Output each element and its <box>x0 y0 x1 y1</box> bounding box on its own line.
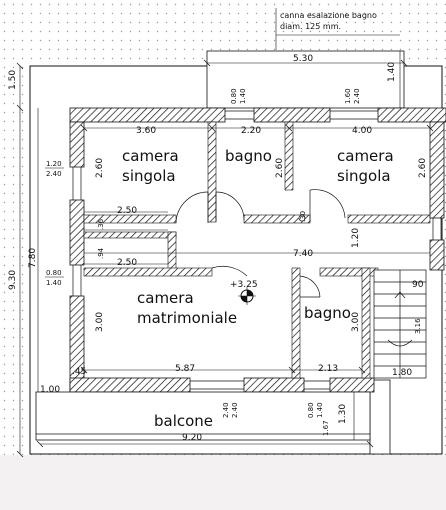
dim-window-top-a-width: 1.40 <box>239 88 247 104</box>
room-camera-singola-right-line2: singola <box>337 167 391 185</box>
dim-left-bottom: 1.00 <box>40 385 60 395</box>
room-camera-matrimoniale-line1: camera <box>137 289 194 307</box>
room-bagno-bottom: bagno <box>304 304 351 322</box>
room-camera-singola-left-line1: camera <box>122 147 179 165</box>
dim-height-camera-singola-right: 2.60 <box>418 158 428 178</box>
dim-balcony-window-width: 2.40 <box>231 402 239 418</box>
dim-window-left-a-width: 2.40 <box>46 170 62 178</box>
dim-corridor-small: .30 <box>299 211 307 222</box>
dim-right-top: 1.40 <box>387 62 397 82</box>
room-camera-singola-right-line1: camera <box>337 147 394 165</box>
room-bagno-top: bagno <box>225 147 272 165</box>
dim-height-camera-matrimoniale: 3.00 <box>95 312 105 332</box>
dim-balcony-window-height: 2.40 <box>222 402 230 418</box>
chimney-marker <box>298 214 306 222</box>
dim-left-inner: 7.80 <box>28 248 38 268</box>
dim-window-left-b-height: 0.80 <box>46 269 62 277</box>
door-swings <box>175 189 346 298</box>
dim-width-bagno: 2.20 <box>241 126 261 136</box>
dim-corridor-width-2: 2.50 <box>117 258 137 268</box>
windows <box>72 110 442 390</box>
dim-stair-90: 90 <box>412 280 424 290</box>
dim-top-overall: 5.30 <box>293 54 313 64</box>
chimney-note-line2: diam. 125 mm. <box>280 22 341 31</box>
dim-corridor-length: 7.40 <box>293 249 313 259</box>
dim-corner-45: .45 <box>72 367 86 377</box>
balcony-outline <box>35 391 371 441</box>
staircase <box>373 269 427 379</box>
dim-width-camera-matrimoniale: 5.87 <box>175 364 195 374</box>
room-camera-matrimoniale-line2: matrimoniale <box>137 309 237 327</box>
dim-height-camera-singola-left: 2.60 <box>95 158 105 178</box>
dim-corridor-h3: 1.20 <box>351 228 361 248</box>
dim-window-top-b-width: 2.40 <box>353 88 361 104</box>
room-camera-singola-left-line2: singola <box>122 167 176 185</box>
dim-stair-bottom: 1.80 <box>392 368 412 378</box>
dim-left-top: 1.50 <box>8 70 18 90</box>
dim-window-left-b-width: 1.40 <box>46 279 62 287</box>
dim-height-bagno-bottom: 3.00 <box>351 312 361 332</box>
dim-balcony-height: 1.30 <box>338 404 348 424</box>
page-margin <box>0 455 446 510</box>
dim-corridor-h1: .36 <box>97 218 105 230</box>
chimney-note-line1: canna esalazione bagno <box>280 11 377 20</box>
dim-height-bagno: 2.60 <box>275 158 285 178</box>
dim-width-camera-singola-left: 3.60 <box>136 126 156 136</box>
walls <box>69 107 446 393</box>
dim-window-top-b-height: 1.60 <box>344 88 352 104</box>
dim-window-left-a-height: 1.20 <box>46 160 62 168</box>
dim-window-top-a-height: 0.80 <box>230 88 238 104</box>
dim-corridor-h2: .94 <box>97 247 105 259</box>
room-areas <box>84 122 430 378</box>
level-marker <box>238 287 256 305</box>
level-mark-label: +3.25 <box>230 280 258 290</box>
dim-stair-316: 3.16 <box>414 318 422 334</box>
dim-balcony-window2-width: 1.40 <box>316 402 324 418</box>
dimension-lines <box>19 8 430 454</box>
dim-balcony-extra: 1.67 <box>322 420 330 436</box>
dim-balcone-width: 9.20 <box>182 433 202 443</box>
vertical-dimension-labels: 1.50 9.30 7.80 1.40 0.80 1.40 1.60 2.40 … <box>8 62 428 436</box>
dim-balcony-window2-height: 0.80 <box>307 402 315 418</box>
dimension-ticks <box>16 59 434 458</box>
dim-corridor-width-1: 2.50 <box>117 206 137 216</box>
room-balcone: balcone <box>154 412 213 430</box>
dim-left-total: 9.30 <box>8 270 18 290</box>
dim-width-camera-singola-right: 4.00 <box>352 126 372 136</box>
dim-width-bagno-bottom: 2.13 <box>318 364 338 374</box>
